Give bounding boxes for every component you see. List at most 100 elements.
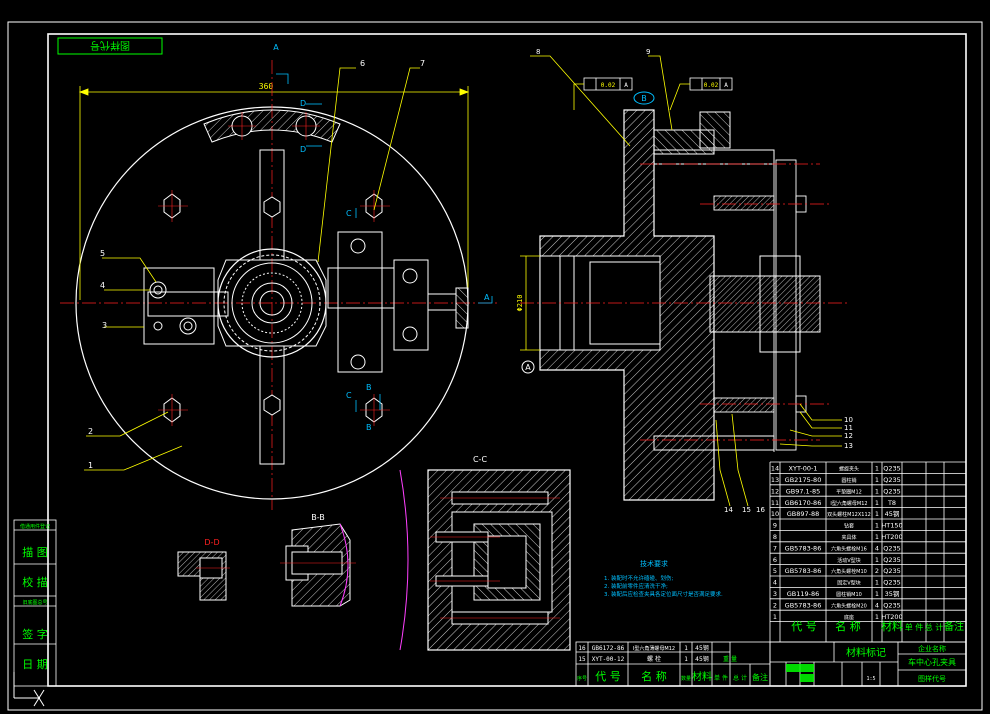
bolt-centerlines xyxy=(158,112,390,426)
drawing-name: 车中心孔夹具 xyxy=(908,657,956,667)
bom-row-code: GB5783-86 xyxy=(785,544,822,552)
bom-row-qty: 4 xyxy=(875,544,879,552)
bom-lower-table: 16 GB6172-86 I型六角薄螺母M12 1 45钢 15 XYT-00-… xyxy=(575,641,771,687)
bom-lower-header-qty: 数量 xyxy=(681,675,691,682)
bom-row-qty: 2 xyxy=(875,567,879,575)
left-strip-row-1: 描 图 xyxy=(22,545,48,559)
dia-dimension xyxy=(520,255,540,351)
bom-header: 代 号 名 称 材料 单 件 总 计 备注 xyxy=(791,619,964,633)
balloon-10: 10 xyxy=(844,416,853,424)
bom-row-no: 1 xyxy=(773,613,777,621)
bom-lower-row-16-name: I型六角薄螺母M12 xyxy=(633,645,675,652)
bom-row-qty: 1 xyxy=(875,476,879,484)
section-cc-label: C-C xyxy=(473,455,487,464)
balloon-4: 4 xyxy=(100,281,105,290)
tolerance-2-ref: A xyxy=(724,82,728,89)
bom-row-no: 13 xyxy=(771,476,779,484)
notes-line-3: 3. 装配后应检查夹具各定位面尺寸是否满足要求. xyxy=(604,590,723,598)
section-cc: C-C xyxy=(399,455,571,651)
bom-lower-header-mat: 材料 xyxy=(692,670,712,683)
bom-row-mat: 35钢 xyxy=(885,590,900,598)
left-strip-header: 借通用件登记 xyxy=(20,523,50,530)
bom-row-name: 平垫圈M12 xyxy=(836,488,862,495)
bom-row-mat: Q235 xyxy=(883,601,901,609)
bom-row-mat: Q235 xyxy=(883,465,901,473)
cut-d-label-1: D xyxy=(300,99,306,108)
bom-lower-row-15-name: 螺 栓 xyxy=(647,655,661,663)
bom-row-code: GB97.1-85 xyxy=(786,487,821,495)
bom-row-mat: Q235 xyxy=(883,567,901,575)
bom-row-code: XYT-00-1 xyxy=(789,465,818,473)
balloon-12: 12 xyxy=(844,432,853,440)
material-mark: 材料标记 xyxy=(846,646,886,659)
bom-row-name: 固定V型块 xyxy=(837,580,860,587)
bom-lower-row-15-qty: 1 xyxy=(684,656,688,663)
bom-row-no: 11 xyxy=(771,499,779,507)
sheet-frame xyxy=(7,21,983,711)
left-strip xyxy=(13,519,57,687)
bom-row-no: 14 xyxy=(771,465,779,473)
bom-grid xyxy=(769,461,967,643)
bom-row-no: 2 xyxy=(773,601,777,609)
section-a-label: A xyxy=(273,43,279,52)
section-a-arrow xyxy=(276,73,289,84)
bom-row-code: GB5783-86 xyxy=(785,567,822,575)
bom-row-name: 六角头螺栓M20 xyxy=(831,602,867,609)
bom-header-code: 代 号 xyxy=(791,620,817,633)
front-view: 360 A xyxy=(60,43,500,510)
cut-b-label-1: B xyxy=(366,383,372,392)
tolerance-2-value: 0.02 xyxy=(704,82,719,89)
front-view-centerlines xyxy=(60,60,500,510)
balloon-11: 11 xyxy=(844,424,853,432)
bom-row-name: 螺旋夹头 xyxy=(839,466,859,473)
side-section-view: Φ210 A B 0.02 A 0.02 A xyxy=(516,48,853,514)
fixed-v-block xyxy=(143,267,215,345)
bom-header-note: 备注 xyxy=(944,620,964,633)
bom-row-name: 双头螺柱M12X112 xyxy=(827,511,871,518)
bom-row-qty: 1 xyxy=(875,465,879,473)
bom-row-mat: Q235 xyxy=(883,487,901,495)
bom-row-name: 圆柱销 xyxy=(841,477,856,484)
bom-lower-header-no: 序号 xyxy=(577,675,587,682)
bom-row-mat: HT200 xyxy=(881,613,902,621)
bom-row-no: 6 xyxy=(773,556,777,564)
bom-row-name: 圆柱销M10 xyxy=(836,591,862,598)
bom-row-qty: 1 xyxy=(875,533,879,541)
bom-row-no: 9 xyxy=(773,522,777,530)
bom-lower-row-15-no: 15 xyxy=(578,656,586,663)
bom-header-total-weight: 总 计 xyxy=(925,622,944,632)
balloon-9: 9 xyxy=(646,48,650,56)
bom-header-mat: 材料 xyxy=(881,619,903,633)
right-balloons: 8 9 10 11 12 13 14 15 16 xyxy=(536,48,853,514)
bom-lower-header-unit-weight: 单 件 xyxy=(714,674,728,682)
bom-row-code: GB5783-86 xyxy=(785,601,822,609)
notes-line-2: 2. 装配前零件应清洗干净; xyxy=(604,582,668,590)
bom-row-qty: 1 xyxy=(875,579,879,587)
left-strip-row-5: 日 期 xyxy=(22,658,48,671)
bom-row-name: 六角头螺栓M10 xyxy=(831,568,867,575)
bom-row-qty: 1 xyxy=(875,556,879,564)
notes-line-1: 1. 装配时不允许磕碰、划伤; xyxy=(604,574,673,582)
company-name: 企业名称 xyxy=(918,644,946,653)
balloon-6: 6 xyxy=(360,59,365,68)
bom-row-no: 7 xyxy=(773,544,777,552)
bom-row-no: 12 xyxy=(771,487,779,495)
bom-row-qty: 1 xyxy=(875,510,879,518)
bom-row-qty: 1 xyxy=(875,613,879,621)
section-dd-label: D-D xyxy=(204,538,219,547)
dia-dimension-value: Φ210 xyxy=(516,295,524,312)
tolerance-1-value: 0.02 xyxy=(601,82,616,89)
bom-row-code: GB2175-80 xyxy=(785,476,822,484)
bom-lower-row-16-code: GB6172-86 xyxy=(592,645,625,652)
threaded-studs xyxy=(713,159,807,452)
arm-bolts xyxy=(263,196,281,416)
balloon-8: 8 xyxy=(536,48,540,56)
section-bb: B-B xyxy=(280,513,356,607)
balloon-5: 5 xyxy=(100,249,105,258)
bom-lower-header-code: 代 号 xyxy=(595,670,621,683)
balloon-13: 13 xyxy=(844,442,853,450)
side-view-leaders xyxy=(530,55,842,507)
bom-lower-row-15-mat: 45钢 xyxy=(695,655,709,663)
bom-row-qty: 4 xyxy=(875,601,879,609)
